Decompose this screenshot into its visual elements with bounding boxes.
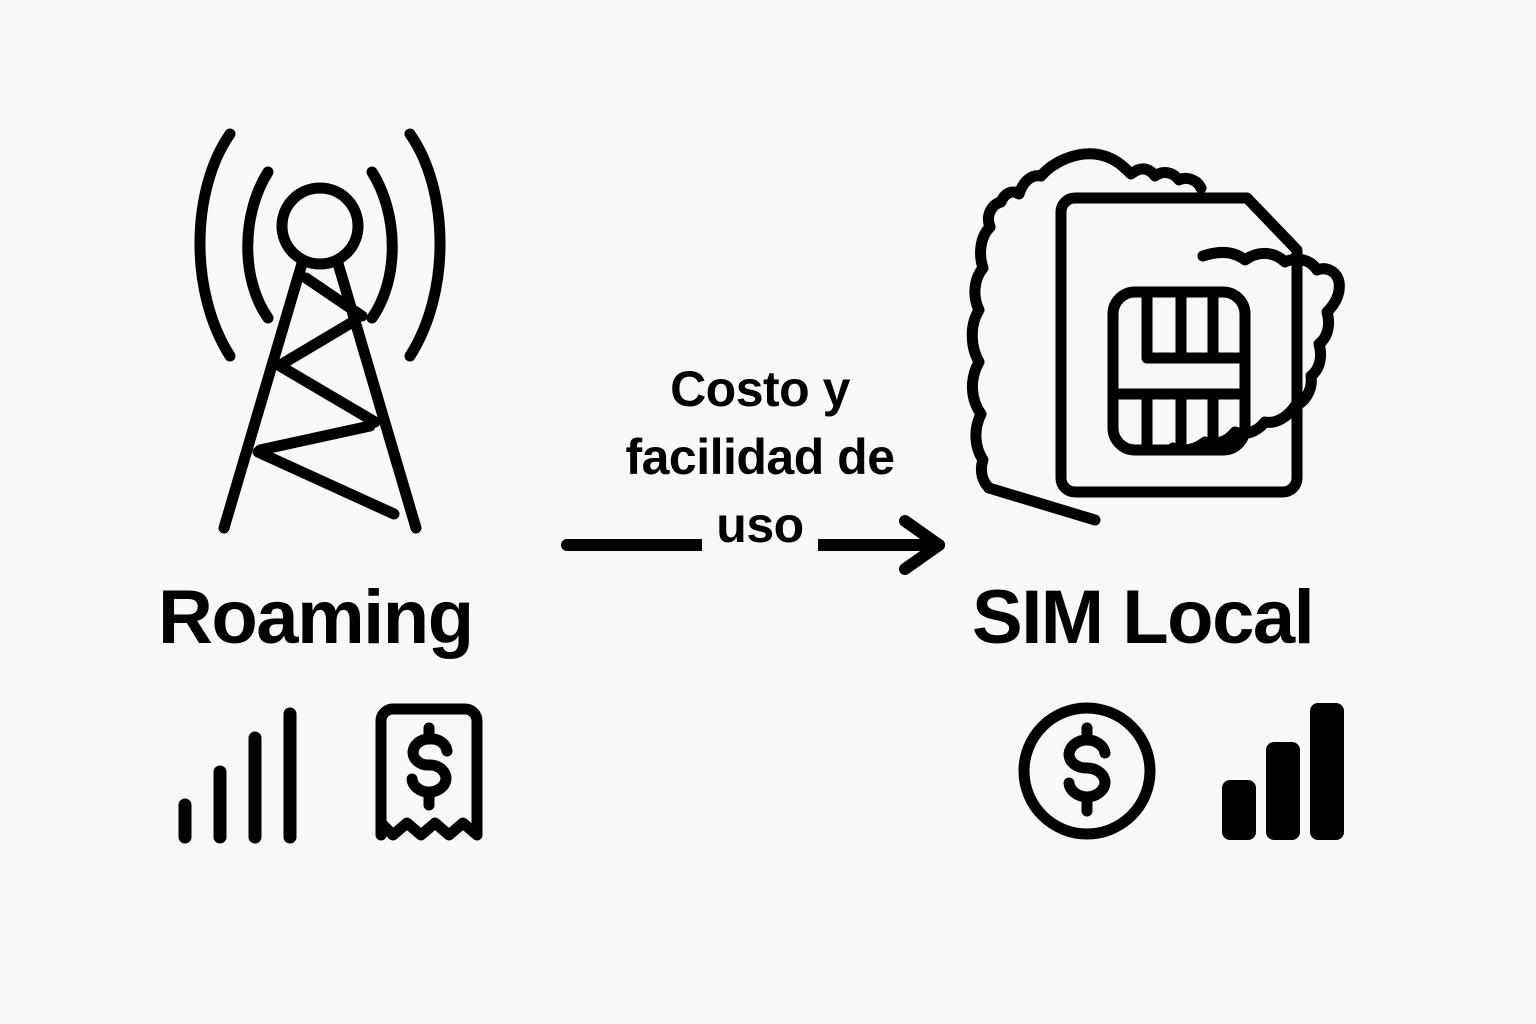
bar-chart-strong-svg bbox=[1222, 703, 1344, 840]
map-outline-right bbox=[1167, 247, 1345, 456]
sim-card-over-map-svg bbox=[966, 148, 1345, 526]
roaming-panel: Roaming bbox=[110, 110, 590, 880]
receipt-dollar-icon bbox=[365, 695, 493, 855]
cell-tower-svg bbox=[194, 128, 446, 534]
coin-dollar-svg bbox=[1018, 702, 1156, 840]
coin-dollar-icon bbox=[1012, 695, 1162, 847]
comparison-axis: Costo y facilidad de uso bbox=[560, 355, 960, 590]
signal-bars-weak-icon bbox=[175, 700, 310, 850]
comparison-axis-label: Costo y facilidad de uso bbox=[560, 355, 960, 559]
sim-card-over-map-icon bbox=[935, 110, 1395, 560]
signal-bars-weak-svg bbox=[178, 707, 297, 844]
receipt-dollar-svg bbox=[375, 703, 483, 841]
axis-line-3: uso bbox=[702, 491, 818, 559]
cell-tower-icon bbox=[170, 110, 470, 550]
roaming-title: Roaming bbox=[158, 575, 474, 660]
sim-local-panel: SIM Local bbox=[930, 110, 1410, 880]
sim-local-bottom-icons bbox=[930, 695, 1410, 875]
axis-line-1: Costo y bbox=[670, 361, 850, 417]
bar-chart-strong-icon bbox=[1218, 695, 1346, 847]
sim-local-title: SIM Local bbox=[972, 575, 1315, 660]
map-outline-left bbox=[966, 148, 1207, 526]
roaming-bottom-icons bbox=[110, 695, 590, 875]
axis-line-2: facilidad de bbox=[625, 429, 895, 485]
